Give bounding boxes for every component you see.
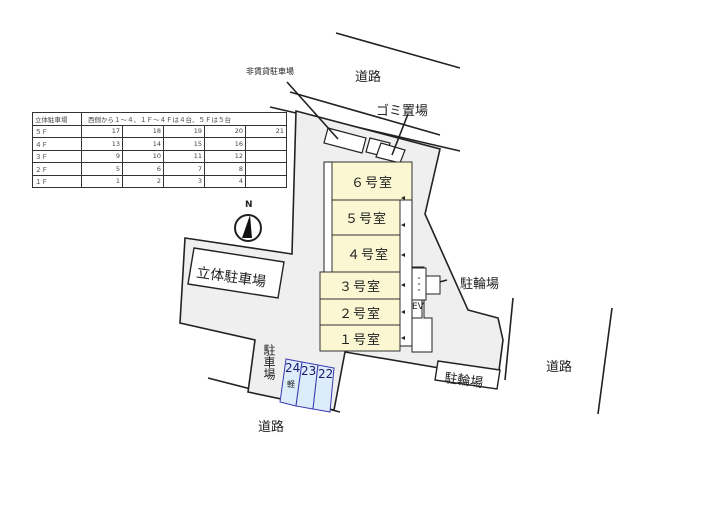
- bicycle-rack: [425, 275, 441, 295]
- elevator-box: [411, 299, 423, 319]
- label-road-south: 道路: [258, 420, 285, 435]
- label-non-rental-parking: 非賃貸駐車場: [246, 67, 294, 76]
- room-6-shape: [331, 161, 413, 201]
- room-5: ５号室: [344, 212, 387, 227]
- label-north: N: [245, 200, 253, 210]
- table-row: ２Ｆ 5 6 7 8: [32, 162, 287, 176]
- parking-space-22: [312, 364, 335, 413]
- parking-space-22-number: 22: [318, 367, 334, 381]
- label-parking: 駐車場: [262, 344, 276, 380]
- table-row: ４Ｆ 13 14 15 16: [32, 137, 287, 151]
- label-road-north: 道路: [355, 70, 382, 85]
- table-header-label: 立体駐車場: [32, 112, 82, 126]
- north-compass-icon: [234, 214, 262, 242]
- label-bicycle-parking-east: 駐輪場: [460, 277, 500, 292]
- label-elevator: EV: [412, 302, 424, 312]
- road-north-edge-1: [289, 91, 441, 136]
- leader-non-rental: [286, 81, 339, 140]
- table-header-note: 西側から１～４、１Ｆ～４Ｆは４台、５Ｆは５台: [81, 112, 287, 126]
- room-6: ６号室: [350, 175, 393, 191]
- parking-space-24-note: 軽: [287, 380, 295, 389]
- leader-garbage: [391, 113, 409, 156]
- room-4: ４号室: [346, 248, 389, 263]
- room-5-shape: [331, 199, 401, 236]
- road-east-edge-near: [504, 297, 514, 381]
- table-row: １Ｆ 1 2 3 4: [32, 174, 287, 188]
- room-3: ３号室: [338, 280, 381, 295]
- multilevel-parking-table: 立体駐車場 西側から１～４、１Ｆ～４Ｆは４台、５Ｆは５台 ５Ｆ 17 18 19…: [32, 112, 287, 188]
- multilevel-parking-box: [187, 247, 285, 299]
- road-north-edge-outer: [335, 32, 461, 69]
- parking-space-24-number: 24: [285, 361, 301, 375]
- room-1: １号室: [338, 332, 381, 348]
- corridor-west: [323, 161, 333, 273]
- table-row: ３Ｆ 9 10 11 12: [32, 149, 287, 163]
- parking-space-23-number: 23: [301, 364, 317, 378]
- room-4-shape: [331, 234, 401, 273]
- label-road-east: 道路: [546, 360, 573, 375]
- road-east-edge-far: [597, 307, 613, 415]
- room-2-shape: [319, 298, 401, 326]
- table-header-row: 立体駐車場 西側から１～４、１Ｆ～４Ｆは４台、５Ｆは５台: [32, 112, 287, 126]
- label-garbage-area: ゴミ置場: [376, 104, 429, 119]
- bicycle-parking-south-box: [434, 360, 501, 390]
- room-1-shape: [319, 324, 401, 352]
- room-2: ２号室: [338, 306, 381, 322]
- table-row: ５Ｆ 17 18 19 20 21: [32, 124, 287, 138]
